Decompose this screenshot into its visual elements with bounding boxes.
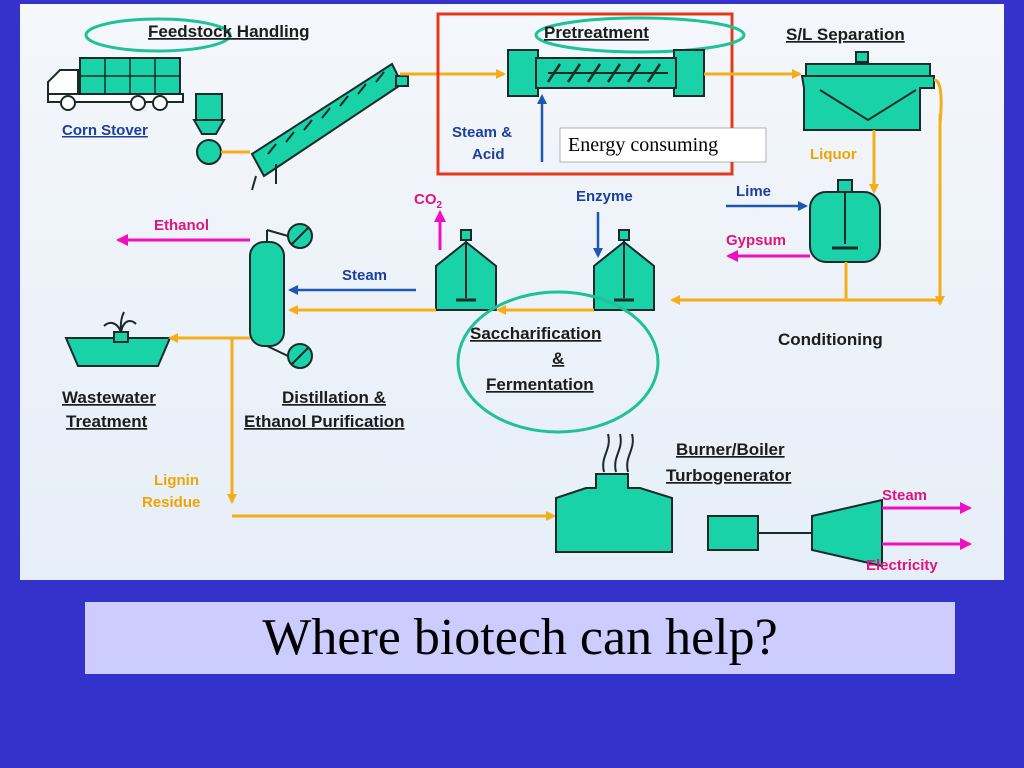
steam-acid-label-1: Steam &	[452, 124, 512, 141]
wastewater-label-1: Wastewater	[62, 388, 156, 407]
distillation-label-1: Distillation &	[282, 388, 386, 407]
feedstock-highlight-ring	[84, 17, 232, 53]
fermenter-left-icon	[435, 229, 497, 311]
energy-consuming-label: Energy consuming	[568, 134, 718, 156]
steam-output-label: Steam	[882, 487, 927, 504]
residue-label: Residue	[142, 494, 200, 511]
co2-label: CO2	[414, 191, 443, 211]
burner-boiler-label: Burner/Boiler	[676, 440, 785, 459]
distillation-column-icon	[249, 223, 313, 369]
steam-acid-label-2: Acid	[472, 146, 505, 163]
turbogenerator-label: Turbogenerator	[666, 466, 792, 485]
pretreatment-reactor-icon	[507, 49, 705, 97]
conditioning-label: Conditioning	[778, 330, 883, 349]
caption-box: Where biotech can help?	[85, 602, 955, 674]
energy-consuming-note	[559, 127, 767, 163]
wastewater-label-2: Treatment	[66, 412, 148, 431]
process-flow-diagram: Corn Stover Feedstock Handling Pretreatm…	[20, 4, 1004, 580]
ampersand-label: &	[552, 349, 564, 368]
truck-icon	[47, 57, 184, 111]
hopper-mill-icon	[192, 93, 250, 165]
slide-caption: Where biotech can help?	[262, 609, 778, 666]
corn-stover-label: Corn Stover	[62, 122, 148, 139]
electricity-label: Electricity	[866, 557, 938, 574]
pretreatment-label: Pretreatment	[544, 23, 649, 42]
turbogenerator-icon	[707, 498, 883, 568]
pretreatment-highlight-box	[436, 12, 734, 176]
saccharification-label: Saccharification	[470, 324, 601, 343]
burner-boiler-icon	[555, 433, 673, 553]
feedstock-handling-label: Feedstock Handling	[148, 22, 310, 41]
sl-separation-label: S/L Separation	[786, 25, 905, 44]
diagram-canvas: Corn Stover Feedstock Handling Pretreatm…	[47, 12, 972, 574]
lime-label: Lime	[736, 183, 771, 200]
ethanol-label: Ethanol	[154, 217, 209, 234]
steam-distill-label: Steam	[342, 267, 387, 284]
enzyme-label: Enzyme	[576, 188, 633, 205]
lignin-label: Lignin	[154, 472, 199, 489]
pretreatment-highlight-ring	[534, 16, 746, 54]
fermenter-right-icon	[593, 229, 655, 311]
fermentation-label: Fermentation	[486, 375, 594, 394]
conditioning-tank-icon	[809, 179, 881, 263]
wastewater-basin-icon	[64, 311, 172, 367]
separator-icon	[800, 51, 943, 131]
saccharification-highlight-ring	[456, 290, 660, 434]
liquor-label: Liquor	[810, 146, 857, 163]
gypsum-label: Gypsum	[726, 232, 786, 249]
screw-conveyor-icon	[250, 62, 409, 191]
distillation-label-2: Ethanol Purification	[244, 412, 405, 431]
